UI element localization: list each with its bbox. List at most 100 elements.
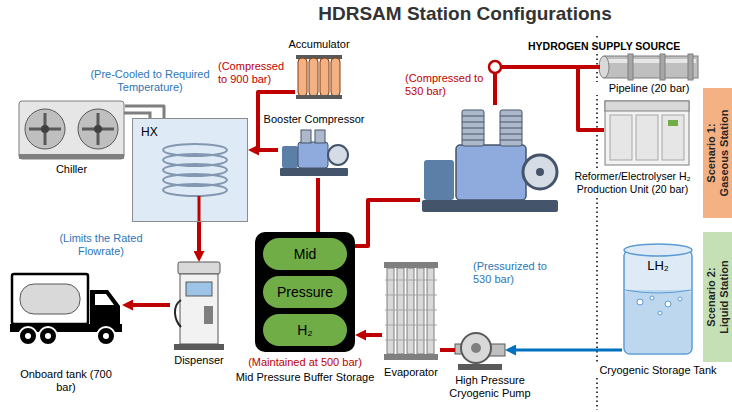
pipeline-icon	[604, 56, 698, 78]
production-unit-icon	[605, 101, 689, 165]
node-label: (Compressed to 530 bar)	[405, 72, 485, 98]
booster-compressor-icon	[282, 146, 298, 168]
evaporator: Evaporator	[382, 262, 440, 360]
pump-icon	[458, 364, 502, 370]
compressor-icon	[424, 160, 454, 200]
booster-compressor-icon	[301, 130, 311, 143]
truck-icon	[95, 294, 114, 305]
pipe-connector	[440, 348, 455, 352]
pipe-connector	[197, 222, 201, 258]
pipeline-icon	[599, 56, 609, 78]
tank-icon	[665, 301, 671, 307]
pipe-connector	[252, 148, 278, 152]
tank-icon	[625, 290, 691, 353]
node-label: Mid Pressure Buffer Storage	[225, 371, 385, 384]
chiller-fans	[41, 125, 49, 133]
compressor-icon	[422, 200, 558, 212]
node-label: Pressure	[277, 284, 333, 301]
booster-compressor: (Compressed to 900 bar)Booster Compresso…	[278, 128, 350, 178]
chiller-fans	[19, 154, 124, 159]
accumulator-cylinders	[298, 58, 307, 96]
dispenser-icon	[175, 300, 181, 327]
production-unit-icon	[636, 115, 658, 160]
pipe-connector	[359, 333, 382, 337]
booster-compressor-icon	[298, 142, 328, 168]
compressor-icon	[456, 145, 526, 200]
pipeline-icon	[608, 59, 696, 63]
truck-icon	[10, 274, 122, 345]
chiller-fans	[94, 125, 102, 133]
pump-icon	[471, 343, 481, 353]
scenario-band: Scenario 2: Liquid Station	[703, 232, 732, 362]
storage-tier: H₂	[263, 314, 347, 346]
production-unit-icon	[668, 120, 678, 126]
booster-compressor-icon	[315, 130, 325, 143]
evaporator-icon	[384, 262, 438, 268]
heat-exchanger-coil	[198, 196, 201, 222]
node-label: Dispenser	[150, 354, 248, 367]
node-label: (Pre-Cooled to Required Temperature)	[88, 68, 212, 94]
connector-group	[125, 67, 622, 350]
node-label: Chiller	[18, 163, 125, 176]
node-label: Accumulator	[269, 38, 369, 51]
accumulator-cylinders	[296, 55, 342, 99]
production-unit-icon	[605, 101, 689, 165]
compressor-icon	[462, 116, 522, 140]
node-label: Scenario 2: Liquid Station	[705, 250, 730, 345]
compressor-icon	[536, 168, 544, 176]
node-label: HX	[141, 125, 181, 139]
dispenser-icon	[204, 306, 213, 324]
compressor: (Compressed to 530 bar)	[420, 105, 560, 215]
truck-icon	[97, 327, 115, 345]
compressor-icon	[523, 155, 557, 189]
booster-compressor-icon	[328, 145, 348, 165]
evaporator-icon	[387, 268, 394, 354]
dispenser-icon	[174, 262, 224, 350]
production-unit-icon	[605, 101, 689, 111]
pipeline-icon	[660, 54, 665, 80]
node-label: H₂	[297, 322, 313, 339]
dispenser: (Limits the Rated Flowrate)Dispenser	[170, 262, 228, 350]
evaporator-icon	[417, 268, 424, 354]
truck-icon	[39, 327, 57, 345]
dispenser-icon	[186, 282, 212, 296]
dispenser-icon	[180, 274, 218, 344]
pipeline-icon	[688, 54, 693, 80]
node-label: Scenario 1: Gaseous Station	[705, 106, 730, 201]
chiller-fans	[19, 101, 124, 159]
diagram-title: HDRSAM Station Configurations	[270, 3, 660, 26]
tank-icon	[637, 299, 643, 305]
truck-icon	[20, 284, 80, 314]
node-label: Cryogenic Storage Tank	[596, 364, 720, 377]
truck-icon	[25, 333, 31, 339]
evaporator-icon	[385, 280, 437, 340]
node-label: LH₂	[622, 258, 694, 274]
tank-icon	[678, 297, 682, 301]
booster-compressor-icon	[280, 168, 348, 176]
node-label: (Maintained at 500 bar)	[225, 356, 385, 369]
heat-exchanger-coil	[133, 119, 248, 223]
pipe-junction	[489, 61, 501, 73]
chiller-fans	[29, 113, 114, 145]
pipe-connector	[125, 106, 164, 118]
evaporator-icon	[397, 268, 404, 354]
evaporator-icon	[407, 268, 414, 354]
production-unit-icon	[610, 115, 632, 160]
scenario-band: Scenario 1: Gaseous Station	[703, 88, 732, 218]
node-label: Evaporator	[362, 366, 460, 379]
pipeline-icon	[599, 54, 698, 80]
pipe-connector	[495, 67, 604, 130]
section-label: HYDROGEN SUPPLY SOURCE	[528, 40, 696, 53]
cryogenic-tank: LH₂Cryogenic Storage Tank	[622, 244, 694, 356]
pipeline-icon	[628, 54, 633, 80]
node-label: Onboard tank (700 bar)	[10, 368, 122, 394]
booster-compressor-icon	[280, 130, 348, 176]
heat-exchanger: HX	[132, 118, 248, 222]
pump-icon	[461, 333, 491, 363]
tank-icon	[625, 290, 691, 293]
pump-icon	[455, 333, 505, 370]
node-label: Booster Compressor	[258, 113, 370, 126]
